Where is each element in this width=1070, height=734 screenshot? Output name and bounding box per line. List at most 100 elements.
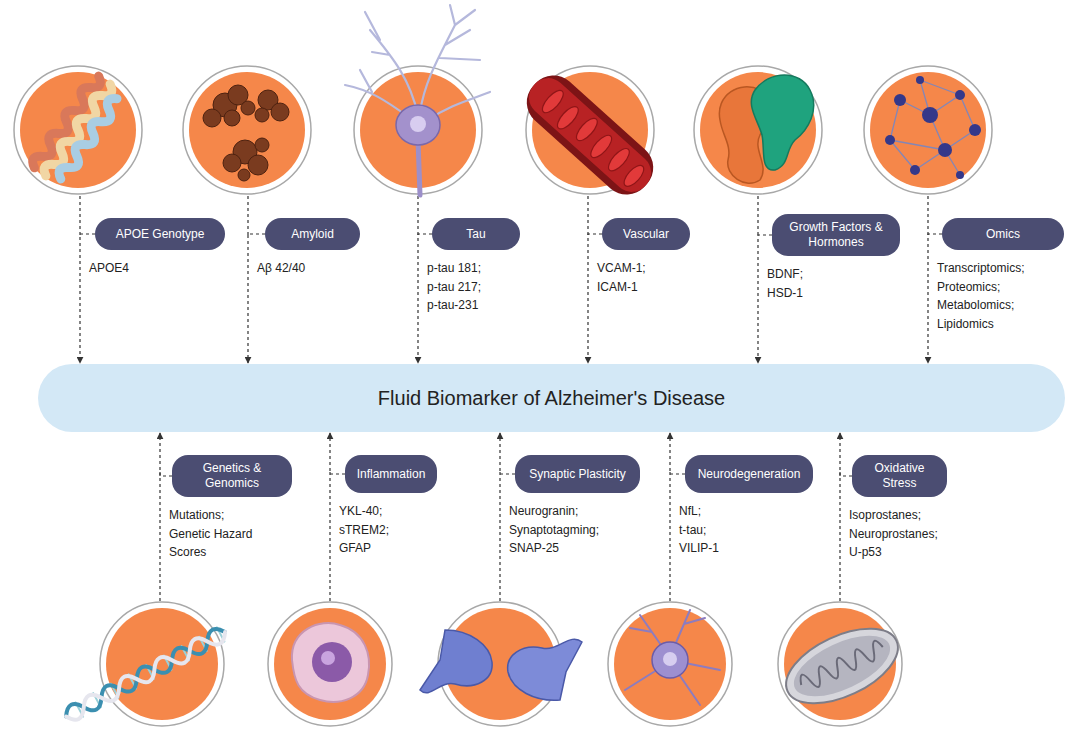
blood-vessel (517, 65, 663, 204)
blood-vessel (621, 162, 647, 189)
category-pill: Synaptic Plasticity (515, 455, 640, 493)
mitochondrion (775, 613, 909, 718)
category-node: Genetics & GenomicsMutations; Genetic Ha… (172, 455, 292, 497)
category-node: Growth Factors & HormonesBDNF; HSD-1 (772, 214, 900, 256)
dna-helix (62, 625, 228, 724)
orange-circles (14, 66, 142, 194)
tau-neuron (418, 140, 420, 195)
tau-neuron-body (410, 116, 426, 132)
dashed-arrow (248, 234, 265, 363)
category-pill: Inflammation (345, 455, 437, 493)
dashed-arrow (840, 433, 852, 476)
category-pill: Vascular (602, 218, 690, 250)
marker-line: sTREM2; (339, 521, 389, 540)
category-pill: Growth Factors & Hormones (772, 214, 900, 256)
marker-line: VCAM-1; (597, 259, 646, 278)
apoe-protein (56, 95, 122, 182)
inflammatory-cell (321, 651, 335, 665)
amyloid-plaque (238, 169, 250, 181)
marker-line: p-tau 217; (427, 278, 481, 297)
amyloid-plaque (271, 103, 289, 121)
degenerating-neuron (625, 610, 720, 705)
synapse (508, 639, 582, 700)
marker-line: YKL-40; (339, 502, 389, 521)
marker-line: GFAP (339, 539, 389, 558)
synapse (420, 630, 492, 693)
category-pill: Genetics & Genomics (172, 455, 292, 497)
marker-line: U-p53 (849, 543, 938, 562)
leader-lines (587, 196, 588, 236)
degenerating-neuron (652, 642, 688, 678)
mitochondrion (775, 613, 909, 718)
blood-vessel (587, 132, 615, 161)
orange-circles (694, 66, 822, 194)
amyloid-plaque (255, 108, 269, 122)
marker-list: NfL; t-tau; VILIP-1 (679, 502, 719, 558)
leader-lines (499, 472, 500, 601)
tau-neuron (345, 70, 410, 118)
orange-circles (608, 602, 732, 726)
amyloid-plaque (224, 110, 240, 126)
amyloid-plaque (248, 155, 268, 175)
category-node: VascularVCAM-1; ICAM-1 (602, 218, 690, 250)
omics-network (956, 171, 964, 179)
orange-circles (268, 602, 392, 726)
leader-lines (159, 472, 160, 601)
marker-line: Aβ 42/40 (257, 259, 305, 278)
omics-network (910, 165, 920, 175)
amyloid-plaque (255, 138, 269, 152)
category-pill: Amyloid (265, 218, 360, 250)
leader-lines (839, 472, 840, 601)
omics-network (955, 90, 965, 100)
marker-line: NfL; (679, 502, 719, 521)
marker-line: p-tau-231 (427, 296, 481, 315)
growth-factor-protein (751, 75, 813, 170)
omics-network (894, 94, 906, 106)
blood-vessel (605, 145, 633, 174)
marker-list: Neurogranin; Synaptotagming; SNAP-25 (509, 502, 599, 558)
dna-helix (62, 625, 228, 724)
blood-vessel (554, 103, 582, 132)
category-node: Synaptic PlasticityNeurogranin; Synaptot… (515, 455, 640, 493)
orange-circles (189, 72, 305, 188)
inflammatory-cell (312, 642, 352, 682)
marker-line: Proteomics; (937, 278, 1025, 297)
omics-network (885, 76, 981, 179)
marker-line: BDNF; (767, 265, 803, 284)
category-node: AmyloidAβ 42/40 (265, 218, 360, 250)
marker-list: Mutations; Genetic Hazard Scores (169, 506, 274, 562)
mitochondrion (797, 639, 886, 693)
tau-neuron-body (396, 105, 440, 145)
marker-line: t-tau; (679, 521, 719, 540)
marker-list: Isoprostanes; Neuroprostanes; U-p53 (849, 506, 938, 562)
category-node: Oxidative StressIsoprostanes; Neuroprost… (852, 455, 947, 497)
degenerating-neuron (663, 652, 677, 666)
category-node: NeurodegenerationNfL; t-tau; VILIP-1 (685, 455, 813, 493)
apoe-protein (29, 73, 126, 188)
amyloid-plaque (203, 109, 221, 127)
dna-helix (62, 625, 228, 724)
marker-list: Aβ 42/40 (257, 259, 305, 278)
leader-lines (329, 472, 330, 601)
category-node: OmicsTranscriptomics; Proteomics; Metabo… (942, 218, 1064, 250)
marker-line: Metabolomics; (937, 296, 1025, 315)
inflammatory-cell (292, 623, 369, 702)
degenerating-neuron (625, 610, 720, 705)
marker-line: HSD-1 (767, 284, 803, 303)
leader-lines (79, 196, 80, 236)
orange-circles (100, 602, 224, 726)
growth-factor-protein (719, 75, 813, 183)
marker-line: Isoprostanes; (849, 506, 938, 525)
degenerating-neuron (625, 610, 720, 705)
marker-line: p-tau 181; (427, 259, 481, 278)
marker-line: VILIP-1 (679, 539, 719, 558)
marker-list: YKL-40; sTREM2; GFAP (339, 502, 389, 558)
omics-network (916, 76, 924, 84)
orange-circles (870, 72, 986, 188)
marker-line: Genetic Hazard Scores (169, 525, 274, 562)
leader-lines (757, 196, 758, 236)
leader-lines (417, 196, 418, 236)
omics-network (920, 80, 960, 95)
dashed-arrow (330, 433, 345, 474)
